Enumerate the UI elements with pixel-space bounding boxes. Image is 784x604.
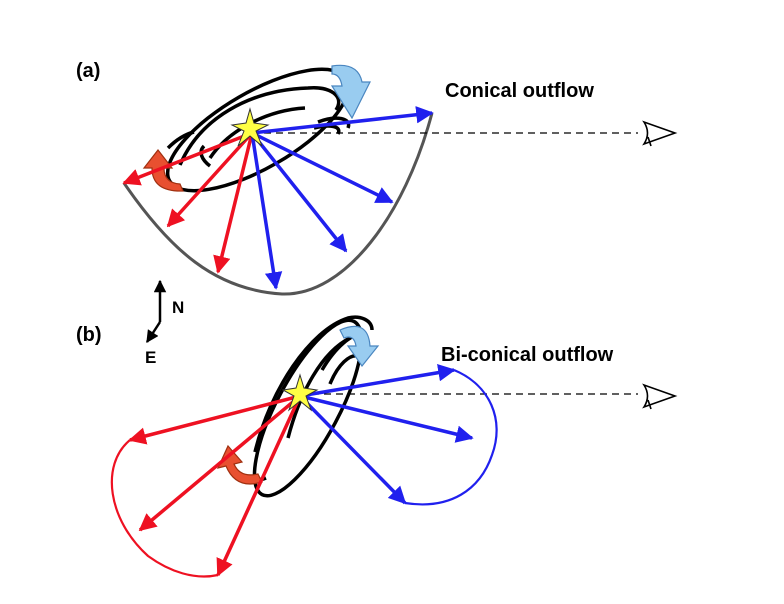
rotation-arrow-blue-a — [330, 64, 371, 120]
panel-b-label: (b) — [76, 324, 102, 346]
panel-b-title: Bi-conical outflow — [441, 344, 614, 366]
star-icon — [281, 373, 319, 412]
receding-vector — [213, 132, 254, 274]
receding-vector — [122, 131, 253, 186]
rotation-arrow-red-a — [142, 149, 184, 192]
compass: N E — [145, 279, 184, 367]
receding-vector — [166, 131, 254, 228]
receding-vector — [128, 394, 301, 445]
compass-east: E — [145, 348, 156, 367]
approaching-vector — [299, 394, 474, 443]
approaching-vector — [250, 132, 283, 290]
approaching-vector — [298, 394, 407, 505]
cone-envelope-blue — [404, 368, 498, 506]
approaching-vector — [251, 131, 394, 204]
vectors-a — [122, 106, 434, 290]
eye-icon — [642, 383, 678, 410]
vectors-b — [128, 363, 474, 577]
rotation-arrow-blue-b — [339, 325, 380, 368]
star-icon — [230, 107, 270, 147]
receding-vector — [216, 395, 302, 577]
panel-a-label: (a) — [76, 60, 100, 82]
panel-a: (a) Conical outflow — [76, 60, 678, 296]
cone-envelope — [122, 112, 434, 296]
approaching-vector — [251, 106, 434, 135]
cone-envelope-red — [110, 439, 219, 578]
compass-north: N — [172, 298, 184, 317]
panel-a-title: Conical outflow — [445, 80, 594, 102]
approaching-vector — [299, 363, 456, 398]
approaching-vector — [250, 131, 348, 253]
eye-icon — [642, 120, 678, 147]
panel-b: (b) Bi-conical outflow — [76, 315, 678, 578]
receding-vector — [138, 394, 302, 532]
